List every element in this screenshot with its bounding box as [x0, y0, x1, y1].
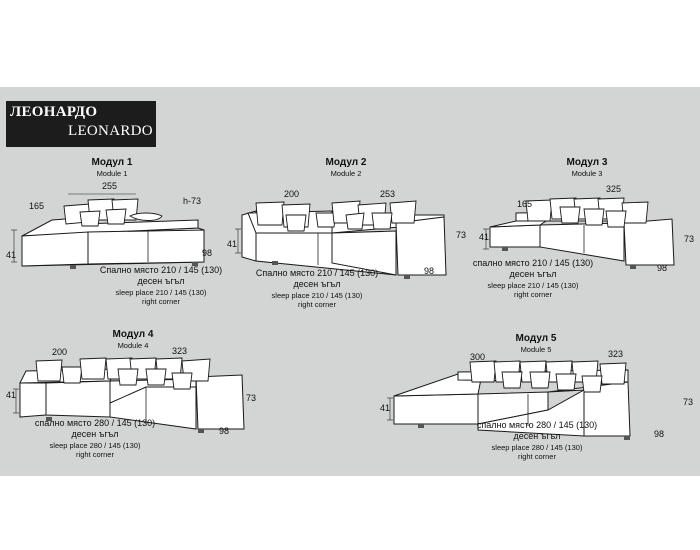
sofa-drawing	[387, 360, 631, 440]
caption-sleep-en: sleep place 210 / 145 (130)	[271, 290, 363, 300]
caption-corner-bg: десен ъгъл	[513, 431, 561, 442]
dim-a: 165	[517, 199, 533, 209]
dim-d: 41	[479, 232, 490, 242]
module-subtitle: Module 1	[96, 169, 128, 178]
dim-c: 73	[683, 397, 694, 407]
dim-e: 98	[657, 263, 668, 273]
caption-sleep-bg: спално място 280 / 145 (130)	[34, 418, 156, 428]
dim-b: 323	[608, 349, 624, 359]
dim-b: 253	[380, 189, 396, 199]
dim-c: 73	[456, 230, 467, 240]
dim-d: 41	[227, 239, 238, 249]
module-subtitle: Module 4	[117, 341, 149, 350]
module-caption: Спално място 210 / 145 (130) десен ъгъл …	[66, 265, 256, 306]
module-caption: спално място 280 / 145 (130) десен ъгъл …	[0, 418, 190, 459]
module-title: Модул 3	[566, 157, 608, 168]
caption-sleep-bg: Спално място 210 / 145 (130)	[99, 265, 223, 275]
brand-label: ЛЕОНАРДО LEONARDO	[6, 101, 156, 147]
module-title: Модул 2	[325, 157, 367, 168]
dim-d: 41	[6, 390, 17, 400]
caption-corner-bg: десен ъгъл	[137, 276, 185, 287]
dim-a: 165	[29, 201, 45, 211]
caption-sleep-en: sleep place 280 / 145 (130)	[49, 440, 141, 450]
dim-c: 73	[684, 234, 695, 244]
caption-corner-en: right corner	[514, 289, 552, 299]
dim-a: 200	[284, 189, 300, 199]
brand-name-latin: LEONARDO	[68, 123, 153, 139]
sofa-drawing	[11, 193, 205, 269]
caption-corner-bg: десен ъгъл	[71, 429, 119, 440]
module-caption: Спално място 210 / 145 (130) десен ъгъл …	[222, 268, 412, 309]
module-subtitle: Module 2	[330, 169, 362, 178]
dim-b: 323	[172, 346, 188, 356]
dim-e: 98	[219, 426, 230, 436]
caption-sleep-bg: спално място 210 / 145 (130)	[472, 258, 594, 268]
module-caption: спално място 280 / 145 (130) десен ъгъл …	[442, 420, 632, 461]
caption-corner-en: right corner	[298, 299, 336, 309]
module-title: Модул 1	[91, 157, 133, 168]
dim-a: 300	[470, 352, 486, 362]
module-caption: спално място 210 / 145 (130) десен ъгъл …	[438, 258, 628, 299]
dim-d: 41	[6, 250, 17, 260]
dim-b: 255	[102, 181, 118, 191]
dim-a: 200	[52, 347, 68, 357]
caption-corner-bg: десен ъгъл	[293, 279, 341, 290]
dim-e: 98	[654, 429, 665, 439]
caption-sleep-en: sleep place 280 / 145 (130)	[491, 442, 583, 452]
module-subtitle: Module 3	[571, 169, 603, 178]
dim-b: 325	[606, 184, 622, 194]
dim-c: 73	[246, 393, 257, 403]
caption-corner-en: right corner	[142, 296, 180, 306]
sofa-drawing	[13, 357, 245, 433]
dim-e: 98	[202, 248, 213, 258]
caption-corner-en: right corner	[76, 449, 114, 459]
module-title: Модул 4	[112, 329, 154, 340]
caption-corner-bg: десен ъгъл	[509, 269, 557, 280]
dim-d: 41	[380, 403, 391, 413]
dim-c: h-73	[183, 196, 202, 206]
caption-sleep-bg: Спално място 210 / 145 (130)	[255, 268, 379, 278]
caption-corner-en: right corner	[518, 451, 556, 461]
module-title: Модул 5	[515, 333, 557, 344]
caption-sleep-en: sleep place 210 / 145 (130)	[487, 280, 579, 290]
dim-e: 98	[424, 266, 435, 276]
caption-sleep-en: sleep place 210 / 145 (130)	[115, 287, 207, 297]
sofa-drawing	[235, 200, 447, 279]
sofa-drawing	[483, 197, 675, 269]
caption-sleep-bg: спално място 280 / 145 (130)	[476, 420, 598, 430]
module-subtitle: Module 5	[520, 345, 552, 354]
brand-name-bg: ЛЕОНАРДО	[10, 104, 98, 120]
